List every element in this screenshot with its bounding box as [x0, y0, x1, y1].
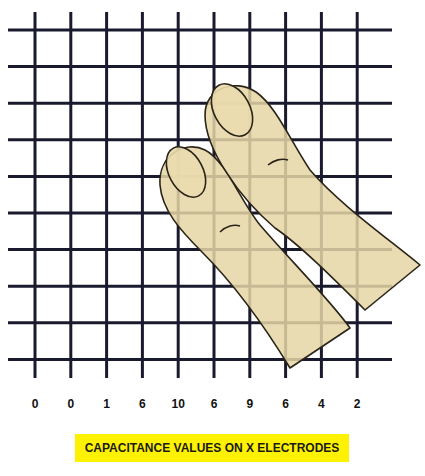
capacitance-value: 2 — [354, 397, 361, 411]
caption-text: CAPACITANCE VALUES ON X ELECTRODES — [85, 441, 340, 455]
capacitance-value: 1 — [103, 397, 110, 411]
capacitance-value: 6 — [139, 397, 146, 411]
capacitance-value: 0 — [67, 397, 74, 411]
capacitance-value: 6 — [282, 397, 289, 411]
fingernail — [158, 140, 213, 204]
fingernail — [203, 77, 261, 143]
electrode-line — [8, 138, 392, 141]
electrode-line — [8, 285, 392, 288]
electrode-line — [8, 102, 392, 105]
electrode-line — [8, 29, 392, 32]
fingers — [158, 77, 420, 368]
capacitance-value: 4 — [318, 397, 325, 411]
capacitance-value: 10 — [172, 397, 185, 411]
electrode-line — [8, 358, 392, 361]
capacitance-value: 9 — [246, 397, 253, 411]
capacitance-value: 6 — [211, 397, 218, 411]
knuckle-crease — [220, 225, 240, 232]
caption-band: CAPACITANCE VALUES ON X ELECTRODES — [75, 434, 350, 462]
knuckle-crease — [268, 159, 288, 165]
capacitance-value: 0 — [32, 397, 39, 411]
electrode-line — [8, 65, 392, 68]
